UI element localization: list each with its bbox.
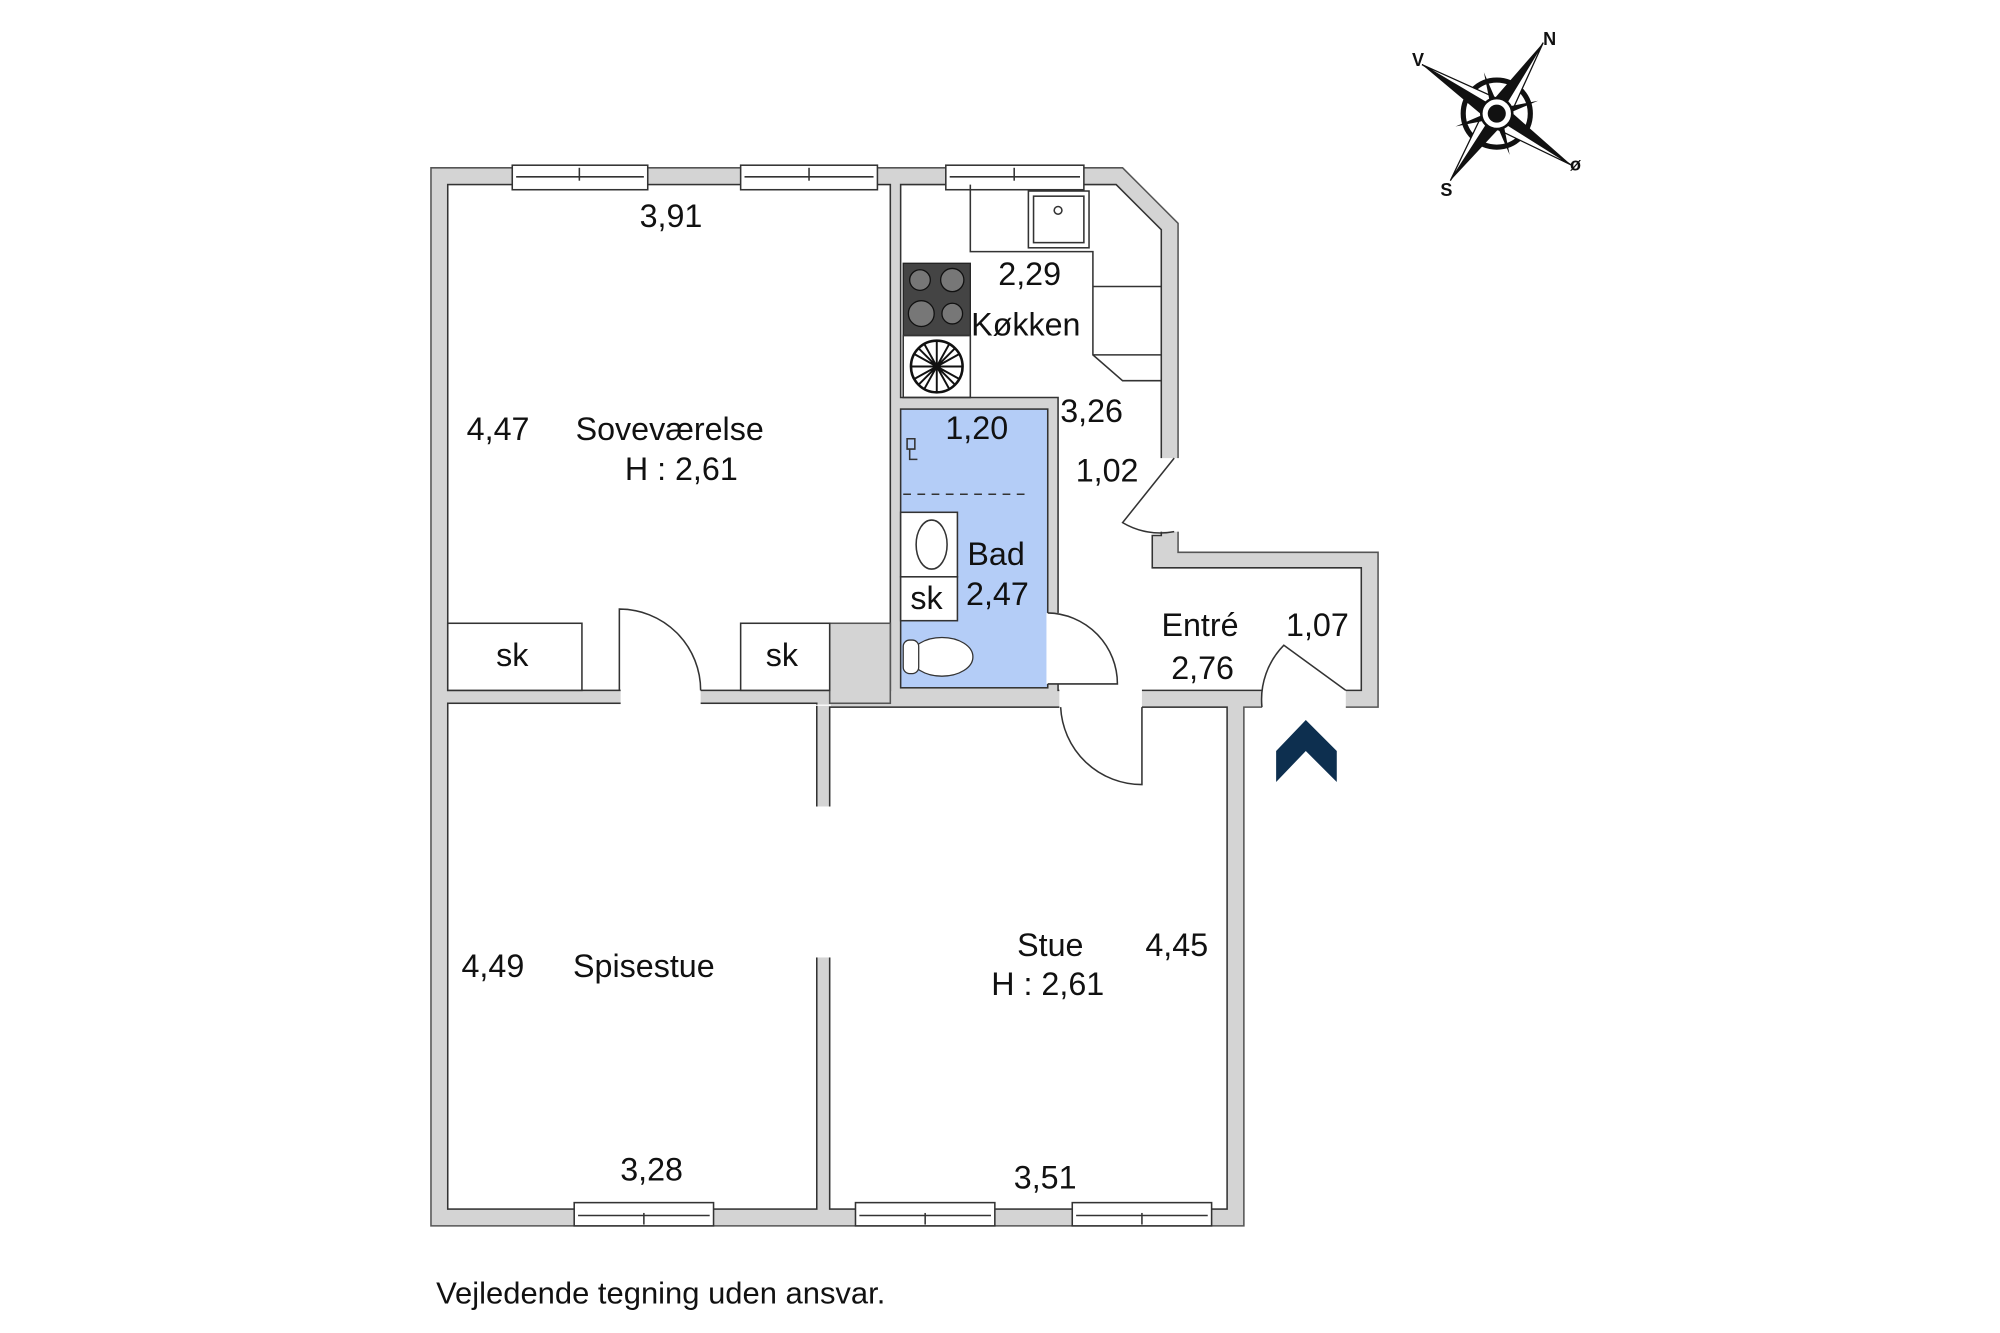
kitchen-width: 2,29 bbox=[998, 256, 1061, 292]
entrance-arrow-icon bbox=[1276, 720, 1337, 782]
bedroom-door bbox=[618, 608, 702, 691]
compass-rose-icon bbox=[1421, 42, 1572, 182]
bedroom-closet-right-label: sk bbox=[766, 637, 799, 673]
bath-door bbox=[1047, 612, 1119, 685]
bedroom-floor bbox=[446, 183, 892, 692]
hall-door-gap bbox=[1160, 458, 1180, 532]
entry-depth: 2,76 bbox=[1171, 650, 1234, 686]
bedroom-closet-right bbox=[739, 622, 831, 692]
doors bbox=[618, 457, 1347, 786]
disclaimer: Vejledende tegning uden ansvar. bbox=[436, 1275, 885, 1310]
compass-east: ø bbox=[1570, 154, 1581, 174]
entry-door-gap bbox=[1261, 689, 1346, 709]
kitchen-name: Køkken bbox=[971, 307, 1080, 343]
compass-west: V bbox=[1412, 50, 1424, 70]
bedroom-height: H : 2,61 bbox=[625, 451, 738, 487]
compass-south: S bbox=[1440, 180, 1452, 200]
bedroom-depth: 4,47 bbox=[467, 411, 530, 447]
living-depth: 4,45 bbox=[1145, 927, 1208, 963]
bath-closet-label: sk bbox=[910, 580, 943, 616]
living-floor bbox=[828, 706, 1228, 1210]
compass-north: N bbox=[1543, 29, 1556, 49]
dining-floor bbox=[446, 702, 818, 1210]
entry-name: Entré bbox=[1161, 607, 1238, 643]
dining-width: 3,28 bbox=[620, 1152, 683, 1188]
sink-icon bbox=[1027, 190, 1090, 249]
living-name: Stue bbox=[1017, 927, 1083, 963]
bath-width: 1,20 bbox=[945, 410, 1008, 446]
kitchen-hall-floor bbox=[899, 183, 1363, 692]
bedroom-closet-left-label: sk bbox=[496, 637, 529, 673]
bath-fixtures bbox=[899, 437, 1029, 677]
kitchen-depth: 3,26 bbox=[1060, 393, 1123, 429]
living-width: 3,51 bbox=[1014, 1159, 1077, 1195]
dining-living-opening bbox=[815, 806, 831, 958]
shower-icon bbox=[906, 437, 918, 461]
dining-name: Spisestue bbox=[573, 948, 715, 984]
bedroom-width: 3,91 bbox=[640, 198, 703, 234]
storage-block bbox=[828, 622, 892, 705]
hall-width: 1,02 bbox=[1076, 452, 1139, 488]
living-height: H : 2,61 bbox=[991, 966, 1104, 1002]
dining-depth: 4,49 bbox=[462, 948, 525, 984]
living-door bbox=[1059, 707, 1143, 786]
living-door-gap bbox=[1059, 689, 1142, 709]
bedroom-name: Soveværelse bbox=[576, 411, 764, 447]
hall-door bbox=[1121, 457, 1175, 534]
bedroom-door-gap bbox=[620, 689, 701, 705]
entry-door bbox=[1260, 644, 1347, 708]
dining-living-opening-top bbox=[815, 704, 831, 706]
entry-width: 1,07 bbox=[1286, 607, 1349, 643]
bath-depth: 2,47 bbox=[966, 576, 1029, 612]
bath-door-gap bbox=[1046, 612, 1060, 684]
bedroom-closet-left bbox=[446, 622, 583, 692]
kitchen-fixtures bbox=[902, 184, 1162, 399]
windows bbox=[511, 164, 1213, 1227]
toilet-icon bbox=[910, 636, 974, 677]
washbasin-icon bbox=[915, 519, 948, 570]
bath-name: Bad bbox=[967, 536, 1024, 572]
